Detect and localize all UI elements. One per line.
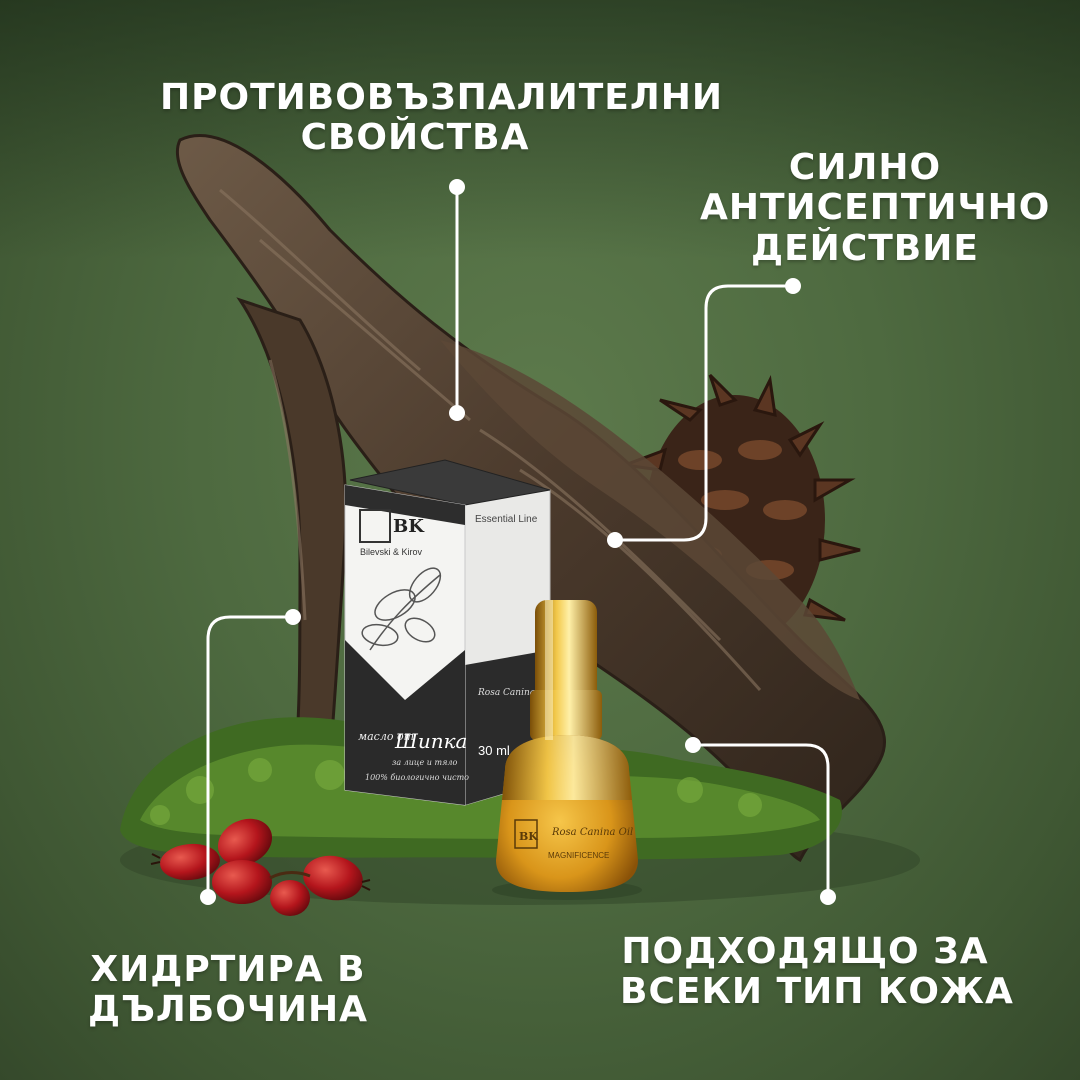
dot-skin-types-top — [685, 737, 701, 753]
callout-line: ХИДРТИРА В — [90, 949, 366, 990]
dot-hydrates-bottom — [200, 889, 216, 905]
oil-bottle — [492, 600, 642, 900]
connector-antiseptic — [615, 284, 793, 542]
box-label-pct: 100% биологично чисто — [365, 773, 469, 782]
bottle-logo-text: BK — [519, 830, 538, 843]
callout-line: ВСЕКИ ТИП КОЖА — [620, 971, 1014, 1013]
dot-skin-types-bottom — [820, 889, 836, 905]
dot-hydrates-top — [285, 609, 301, 625]
callout-line: СВОЙСТВА — [300, 117, 530, 159]
callout-anti-inflammatory: ПРОТИВОВЪЗПАЛИТЕЛНИ СВОЙСТВА — [160, 77, 724, 159]
callout-skin-types: ПОДХОДЯЩО ЗА ВСЕКИ ТИП КОЖА — [620, 931, 1014, 1013]
bottle-sub: MAGNIFICENCE — [548, 851, 609, 860]
box-series: Essential Line — [475, 514, 538, 525]
dot-anti-inflammatory-top — [449, 179, 465, 195]
box-label-big: Шипка — [394, 729, 467, 753]
box-side-latin: Rosa Canina Oil — [477, 688, 551, 698]
dot-anti-inflammatory-bottom — [449, 405, 465, 421]
callout-line: ДЪЛБОЧИНА — [88, 989, 369, 1031]
callout-line: ПОДХОДЯЩО ЗА — [621, 931, 989, 972]
callout-antiseptic: СИЛНО АНТИСЕПТИЧНО ДЕЙСТВИЕ — [700, 147, 1051, 269]
callout-line: ДЕЙСТВИЕ — [751, 227, 979, 269]
dot-antiseptic-bottom — [607, 532, 623, 548]
callout-dots — [200, 179, 836, 905]
bottle-script: Rosa Canina Oil — [551, 827, 633, 838]
background-shade — [0, 0, 1080, 260]
callout-line: АНТИСЕПТИЧНО — [700, 187, 1051, 229]
box-label-small: масло от — [358, 730, 414, 743]
dot-antiseptic-top — [785, 278, 801, 294]
rosehip-berries — [150, 818, 371, 916]
connector-skin-types — [693, 743, 830, 897]
box-volume: 30 ml — [478, 743, 510, 758]
callout-hydrates: ХИДРТИРА В ДЪЛБОЧИНА — [88, 949, 369, 1031]
box-logo-text: BK — [393, 516, 425, 537]
callout-line: СИЛНО — [788, 147, 942, 188]
connector-hydrates — [206, 615, 293, 897]
callout-connectors — [206, 187, 830, 897]
rosehip-sketch — [361, 567, 442, 651]
box-brand-name: Bilevski & Kirov — [360, 547, 423, 557]
callout-line: ПРОТИВОВЪЗПАЛИТЕЛНИ — [160, 77, 724, 118]
box-label-sub: за лице и тяло — [392, 758, 457, 767]
product-box — [344, 459, 551, 806]
